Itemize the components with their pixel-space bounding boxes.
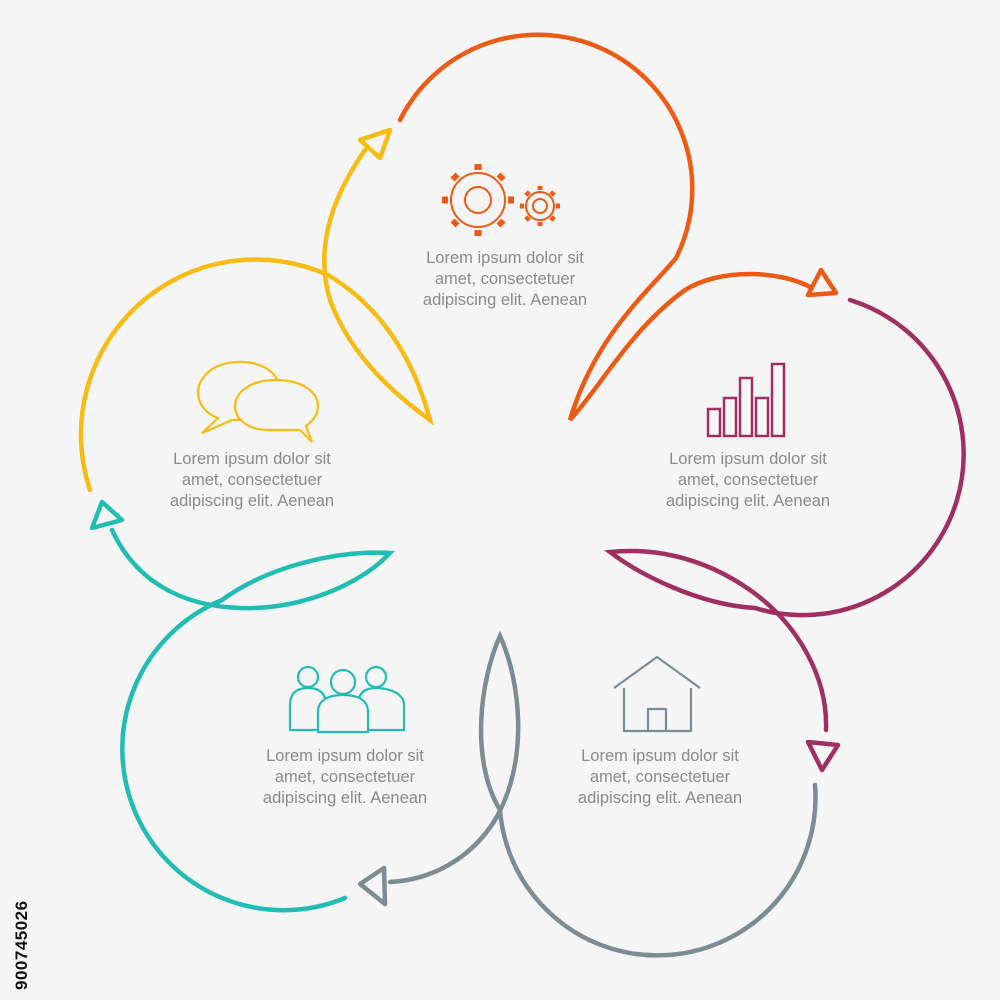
bottom-right-cycle-arrow bbox=[357, 865, 388, 907]
text-line: amet, consectetuer bbox=[181, 471, 323, 489]
text-line: Lorem ipsum dolor sit bbox=[669, 450, 827, 468]
left-segment-text: Lorem ipsum dolor sit amet, consectetuer… bbox=[122, 449, 382, 512]
text-line: adipiscing elit. Aenean bbox=[577, 789, 743, 807]
stock-id-label: 900745026 bbox=[12, 900, 31, 990]
text-line: adipiscing elit. Aenean bbox=[262, 789, 428, 807]
text-line: amet, consectetuer bbox=[677, 471, 819, 489]
text-line: adipiscing elit. Aenean bbox=[665, 492, 831, 510]
right-cycle-arc bbox=[604, 297, 966, 733]
top-cycle-arrow bbox=[805, 267, 839, 298]
text-line: adipiscing elit. Aenean bbox=[422, 291, 588, 309]
bar-chart-icon bbox=[706, 362, 786, 438]
bottom-right-segment-text: Lorem ipsum dolor sit amet, consectetuer… bbox=[530, 746, 790, 809]
text-line: Lorem ipsum dolor sit bbox=[266, 747, 424, 765]
text-line: adipiscing elit. Aenean bbox=[169, 492, 335, 510]
text-line: Lorem ipsum dolor sit bbox=[426, 249, 584, 267]
right-cycle-arrow bbox=[805, 739, 841, 773]
text-line: amet, consectetuer bbox=[274, 768, 416, 786]
left-cycle-arc bbox=[78, 147, 434, 493]
right-segment-text: Lorem ipsum dolor sit amet, consectetuer… bbox=[618, 449, 878, 512]
text-line: Lorem ipsum dolor sit bbox=[581, 747, 739, 765]
text-line: amet, consectetuer bbox=[589, 768, 731, 786]
house-icon bbox=[613, 655, 701, 733]
bottom-right-cycle-arc bbox=[387, 630, 818, 958]
text-line: amet, consectetuer bbox=[434, 270, 576, 288]
bottom-left-cycle-arc bbox=[109, 527, 395, 913]
speech-bubbles-icon bbox=[196, 360, 320, 443]
people-group-icon bbox=[288, 665, 406, 734]
left-cycle-arrow bbox=[357, 127, 393, 161]
bottom-left-cycle-arrow bbox=[89, 499, 125, 531]
top-cycle-arc bbox=[397, 32, 815, 422]
top-segment-text: Lorem ipsum dolor sit amet, consectetuer… bbox=[375, 248, 635, 311]
bottom-left-segment-text: Lorem ipsum dolor sit amet, consectetuer… bbox=[215, 746, 475, 809]
text-line: Lorem ipsum dolor sit bbox=[173, 450, 331, 468]
gears-icon bbox=[442, 164, 560, 236]
